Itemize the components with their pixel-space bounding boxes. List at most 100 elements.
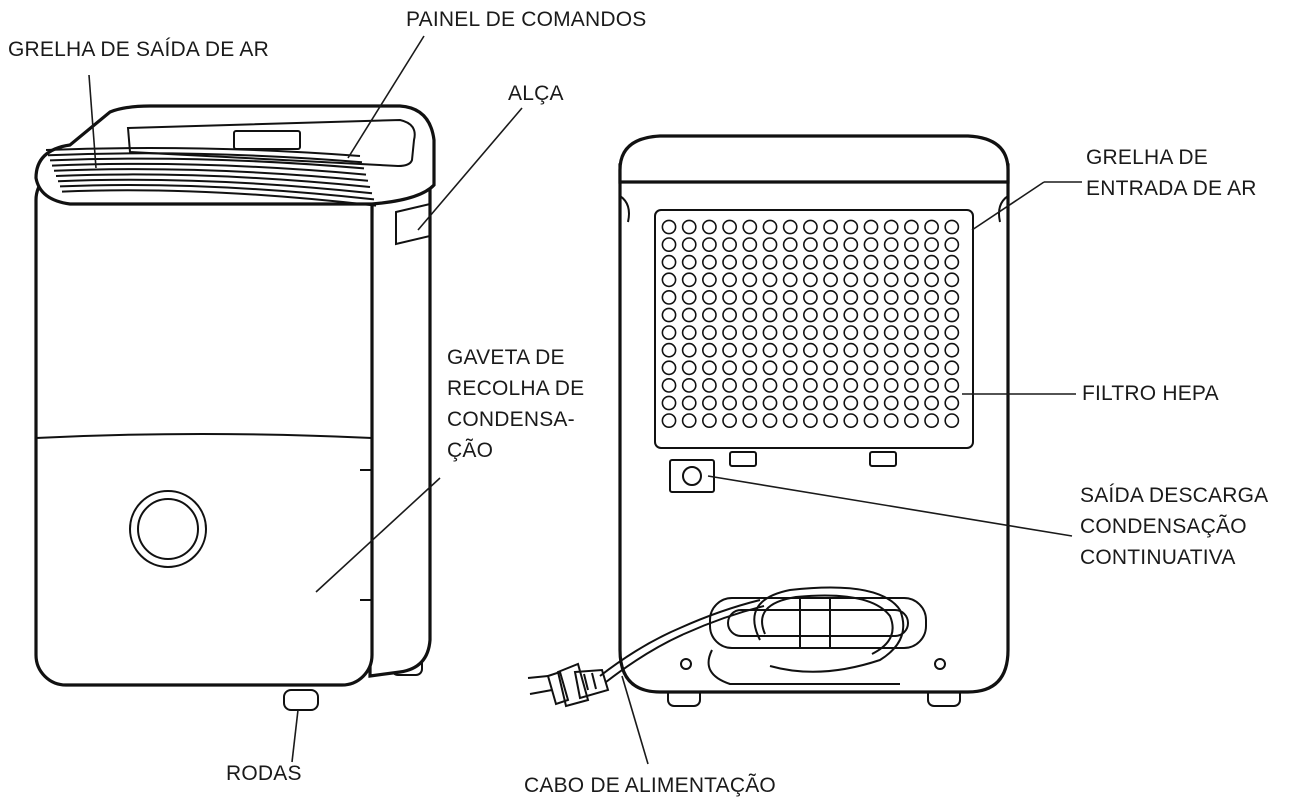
grille-hole [925,220,938,233]
grille-hole [662,326,675,339]
grille-hole [763,344,776,357]
grille-hole [784,414,797,427]
grille-hole [662,220,675,233]
power-plug [528,664,608,706]
grille-hole [844,273,857,286]
grille-hole [662,414,675,427]
label-cabo-alimentacao: CABO DE ALIMENTAÇÃO [524,770,776,801]
grille-hole [864,414,877,427]
grille-hole [703,361,716,374]
grille-hole [784,291,797,304]
grille-hole [683,414,696,427]
grille-hole [763,361,776,374]
grille-hole [784,344,797,357]
grille-hole [945,308,958,321]
grille-hole [743,308,756,321]
grille-hole [885,238,898,251]
grille-hole [743,326,756,339]
grille-hole [683,344,696,357]
grille-hole [804,326,817,339]
grille-hole [662,361,675,374]
grille-hole [723,308,736,321]
grille-hole [824,220,837,233]
grille-hole [784,396,797,409]
grille-hole [763,396,776,409]
grille-hole [844,220,857,233]
label-rodas: RODAS [226,758,302,789]
grille-hole [804,308,817,321]
grille-hole [945,361,958,374]
grille-hole [723,379,736,392]
grille-hole [763,238,776,251]
label-alca: ALÇA [508,78,564,109]
grille-hole [864,220,877,233]
grille-hole [844,396,857,409]
grille-hole [925,396,938,409]
grille-hole [864,361,877,374]
grille-hole [784,361,797,374]
grille-hole [905,414,918,427]
grille-hole [784,379,797,392]
grille-hole [885,379,898,392]
grille-hole [905,396,918,409]
label-filtro-hepa: FILTRO HEPA [1082,378,1219,409]
grille-hole [864,273,877,286]
grille-hole [945,273,958,286]
grille-hole [824,326,837,339]
grille-hole [804,379,817,392]
grille-hole [824,361,837,374]
grille-hole [743,238,756,251]
grille-hole [824,238,837,251]
grille-hole [844,238,857,251]
grille-hole [925,238,938,251]
grille-hole [723,256,736,269]
grille-hole [703,291,716,304]
grille-hole [885,361,898,374]
grille-hole [723,220,736,233]
grille-hole [905,273,918,286]
grille-hole [784,220,797,233]
grille-hole [804,291,817,304]
grille-hole [743,273,756,286]
grille-hole [662,379,675,392]
grille-hole [925,273,938,286]
grille-hole [703,220,716,233]
grille-hole [864,238,877,251]
grille-hole [723,361,736,374]
grille-hole [784,238,797,251]
grille-hole [683,220,696,233]
grille-hole [804,344,817,357]
grille-hole [703,326,716,339]
grille-hole [703,273,716,286]
grille-hole [763,256,776,269]
grille-hole [864,326,877,339]
grille-hole [925,326,938,339]
grille-hole [864,291,877,304]
grille-hole [723,396,736,409]
grille-hole [743,256,756,269]
grille-hole [844,308,857,321]
grille-hole [905,291,918,304]
grille-hole [662,291,675,304]
grille-hole [905,326,918,339]
grille-hole [703,308,716,321]
grille-hole [662,396,675,409]
grille-hole [844,291,857,304]
grille-hole [662,256,675,269]
grille-hole [824,273,837,286]
grille-hole [824,291,837,304]
grille-hole [804,361,817,374]
grille-hole [804,238,817,251]
grille-hole [703,414,716,427]
grille-hole [824,414,837,427]
grille-hole [905,256,918,269]
grille-hole [804,414,817,427]
grille-hole [683,361,696,374]
front-body [36,170,372,685]
grille-hole [885,256,898,269]
grille-hole [743,361,756,374]
grille-hole [683,273,696,286]
grille-hole [945,291,958,304]
grille-hole [885,291,898,304]
grille-hole [763,379,776,392]
